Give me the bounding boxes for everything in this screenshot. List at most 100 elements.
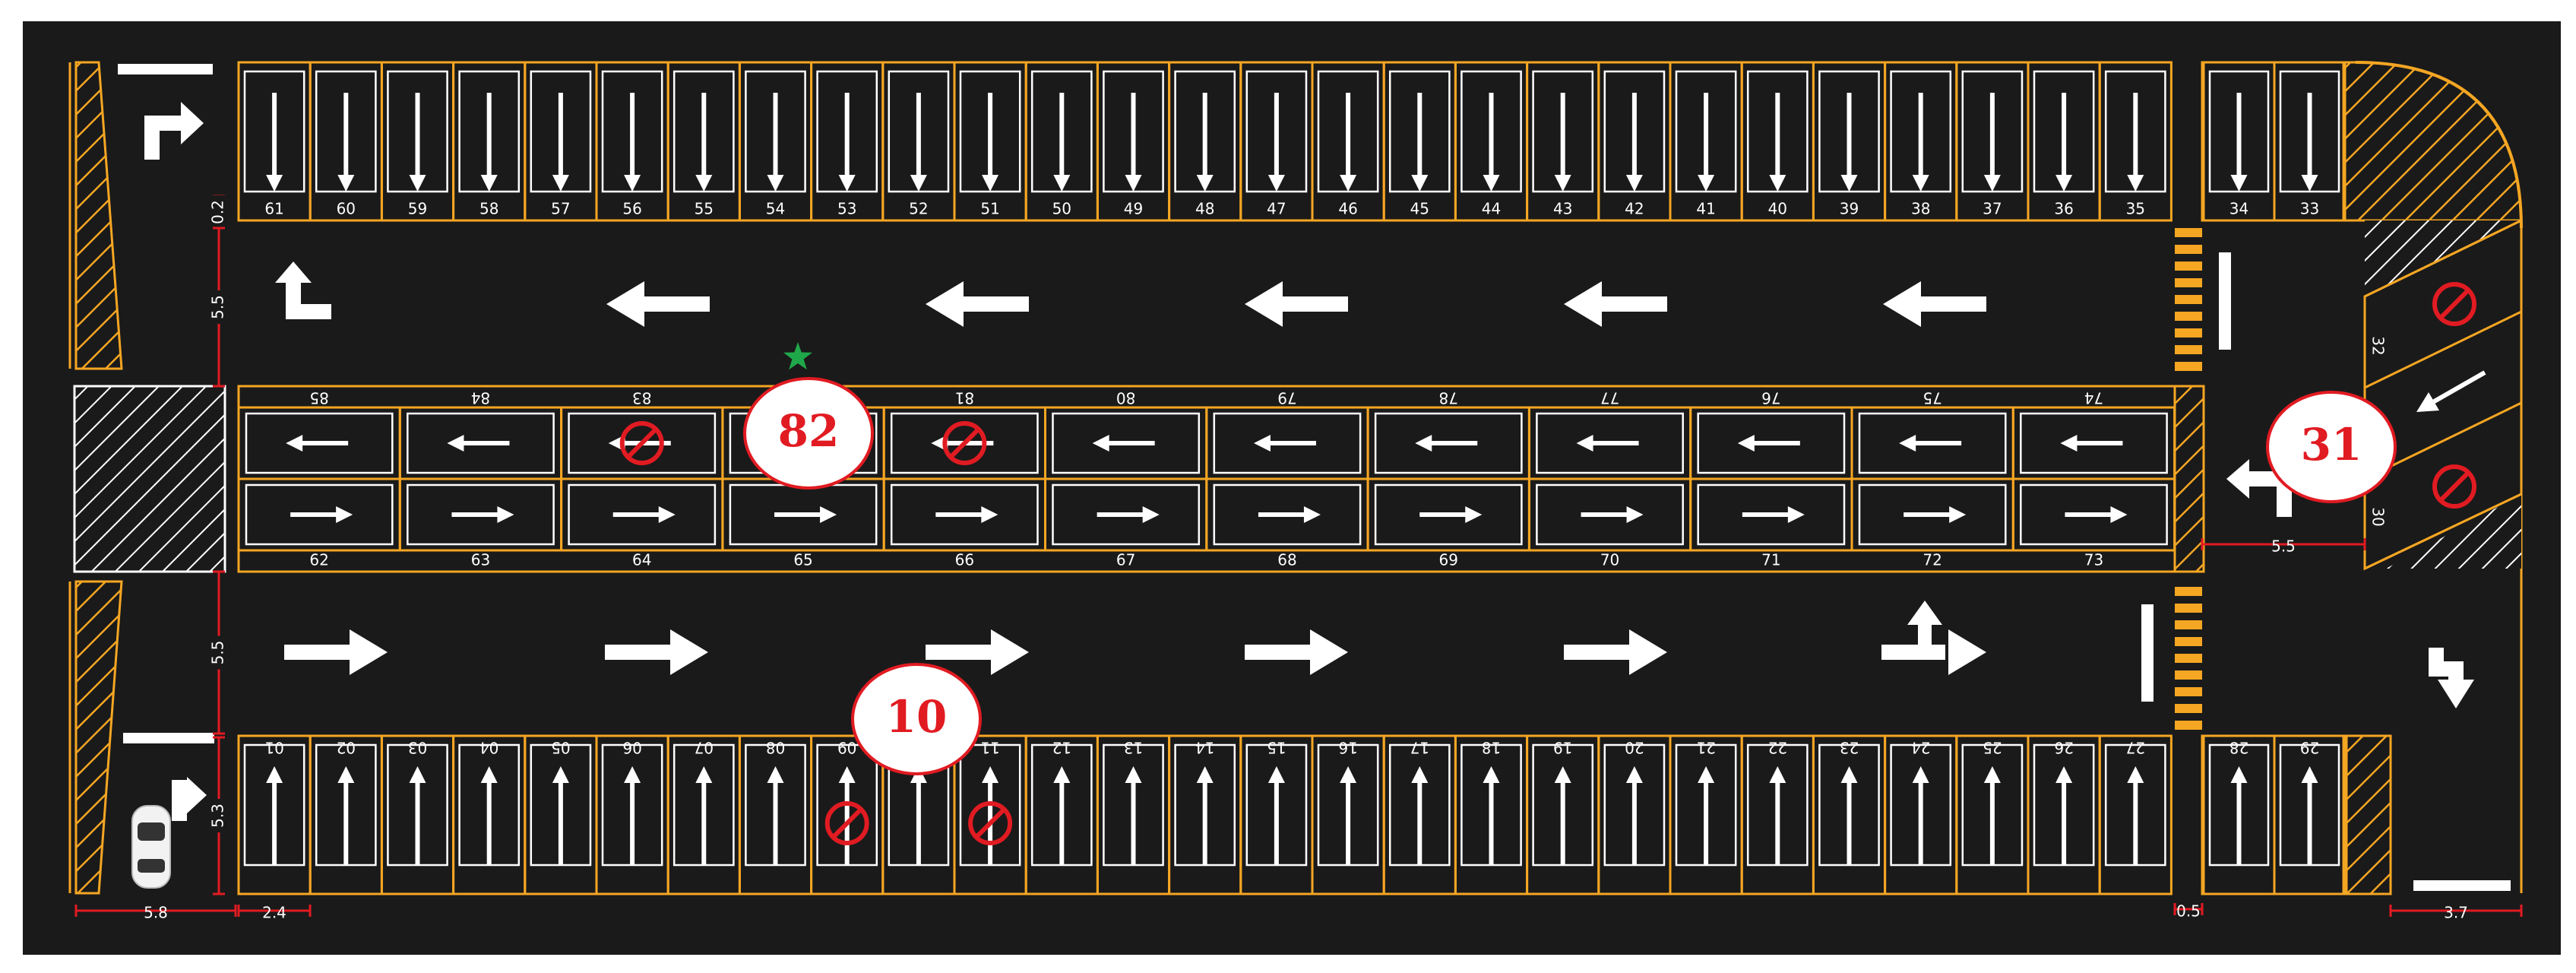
arrow-down-icon	[337, 93, 355, 192]
hatched-block-bottom-right	[2345, 734, 2392, 895]
arrow-right-icon	[935, 506, 998, 523]
no-parking-icon	[2432, 282, 2476, 326]
space-number: 59	[408, 200, 427, 218]
arrow-right-icon	[1904, 506, 1967, 523]
no-parking-icon	[968, 801, 1013, 845]
arrow-up-icon	[2230, 766, 2248, 865]
parking-space[interactable]: 26	[2027, 734, 2101, 895]
structure	[68, 61, 2523, 895]
arrow-left-icon	[1245, 281, 1348, 327]
parking-space[interactable]: 49	[1096, 61, 1171, 222]
space-number: 37	[1983, 200, 2002, 218]
arrow-right-icon	[451, 506, 514, 523]
arrow-down-icon	[910, 93, 927, 192]
space-number: 66	[955, 551, 974, 569]
dimension-label: 5.8	[144, 904, 168, 922]
arrow-down-icon	[1840, 93, 1858, 192]
parking-space[interactable]: 02	[309, 734, 383, 895]
space-number: 21	[1696, 739, 1715, 757]
space-number: 62	[309, 551, 328, 569]
arrow-down-icon	[552, 93, 569, 192]
dimension-line: 5.8	[74, 904, 237, 922]
parking-space[interactable]: 14	[1168, 734, 1242, 895]
space-number: 51	[980, 200, 999, 218]
parking-space[interactable]: 27	[2098, 734, 2173, 895]
space-number: 23	[1840, 739, 1859, 757]
arrow-left-icon	[606, 281, 710, 327]
arrow-down-icon	[1340, 93, 1357, 192]
parking-space[interactable]: 41	[1669, 61, 1743, 222]
parking-space[interactable]: 45	[1382, 61, 1457, 222]
parking-space[interactable]: 40	[1740, 61, 1815, 222]
parking-space[interactable]: 50	[1024, 61, 1099, 222]
callout-bubble[interactable]: 82	[743, 377, 874, 490]
parking-space[interactable]: 62	[237, 477, 401, 569]
callout-bubble[interactable]: 10	[851, 663, 982, 775]
space-number: 13	[1124, 739, 1143, 757]
space-number: 39	[1840, 200, 1859, 218]
space-number: 61	[264, 200, 283, 218]
parking-space[interactable]: 11	[953, 734, 1027, 895]
arrow-right-icon	[1258, 506, 1321, 523]
parking-space[interactable]: 73	[2011, 477, 2176, 569]
parking-space[interactable]: 24	[1884, 734, 1958, 895]
parking-space[interactable]: 33	[2273, 61, 2347, 222]
parking-space[interactable]: 12	[1024, 734, 1099, 895]
parking-space[interactable]: 05	[524, 734, 598, 895]
space-number: 73	[2084, 551, 2103, 569]
parking-space[interactable]: 35	[2098, 61, 2173, 222]
arrow-right-icon	[1742, 506, 1805, 523]
space-number: 36	[2054, 200, 2073, 218]
turn-right-icon	[172, 777, 207, 821]
space-number: 68	[1277, 551, 1296, 569]
space-number: 55	[695, 200, 714, 218]
arrow-right-icon	[605, 629, 708, 675]
arrow-up-icon	[1698, 766, 1715, 865]
dimension-label: 0.5	[2176, 902, 2201, 921]
parking-space[interactable]: 71	[1689, 477, 1853, 569]
callout-bubble[interactable]: 31	[2266, 391, 2397, 503]
parking-space[interactable]: 29	[2273, 734, 2347, 895]
hatched-wedge-bottom-left	[74, 580, 123, 895]
space-number: 76	[1761, 389, 1780, 407]
arrow-down-icon	[1125, 93, 1142, 192]
parking-space[interactable]: 08	[738, 734, 813, 895]
arrow-right-icon	[1564, 629, 1667, 675]
arrow-left-icon	[1415, 435, 1478, 452]
space-number: 34	[2229, 200, 2248, 218]
arrow-right-icon	[2065, 506, 2128, 523]
no-parking-icon	[942, 421, 987, 465]
parking-space[interactable]: 57	[524, 61, 598, 222]
arrow-left-icon	[1253, 435, 1316, 452]
parking-space[interactable]: 04	[452, 734, 527, 895]
parking-space[interactable]	[2416, 370, 2486, 412]
space-number: 48	[1195, 200, 1214, 218]
space-number: 75	[1923, 389, 1941, 407]
parking-space[interactable]: 72	[1850, 477, 2014, 569]
dimension-line: 5.3	[209, 736, 228, 895]
arrow-right-icon	[1581, 506, 1644, 523]
straight-right-arrow-icon	[1881, 601, 1986, 675]
arrow-left-icon	[1899, 435, 1962, 452]
stop-line-bottom-left	[123, 733, 214, 743]
parking-space[interactable]: 67	[1044, 477, 1208, 569]
parking-space[interactable]: 53	[810, 61, 885, 222]
parking-space[interactable]: 30	[2369, 464, 2476, 527]
arrow-left-icon	[926, 281, 1029, 327]
parking-space[interactable]: 28	[2202, 734, 2276, 895]
parking-space[interactable]: 54	[738, 61, 813, 222]
space-number: 84	[471, 389, 490, 407]
arrow-left-icon	[1576, 435, 1639, 452]
parking-space[interactable]: 32	[2369, 282, 2476, 356]
parking-space[interactable]: 22	[1740, 734, 1815, 895]
space-number: 08	[766, 739, 785, 757]
arrow-left-icon	[286, 435, 349, 452]
arrow-down-icon	[1698, 93, 1715, 192]
arrow-right-icon	[290, 506, 353, 523]
space-number: 53	[837, 200, 856, 218]
arrow-up-icon	[1196, 766, 1214, 865]
space-number: 45	[1410, 200, 1429, 218]
space-number: 56	[622, 200, 641, 218]
